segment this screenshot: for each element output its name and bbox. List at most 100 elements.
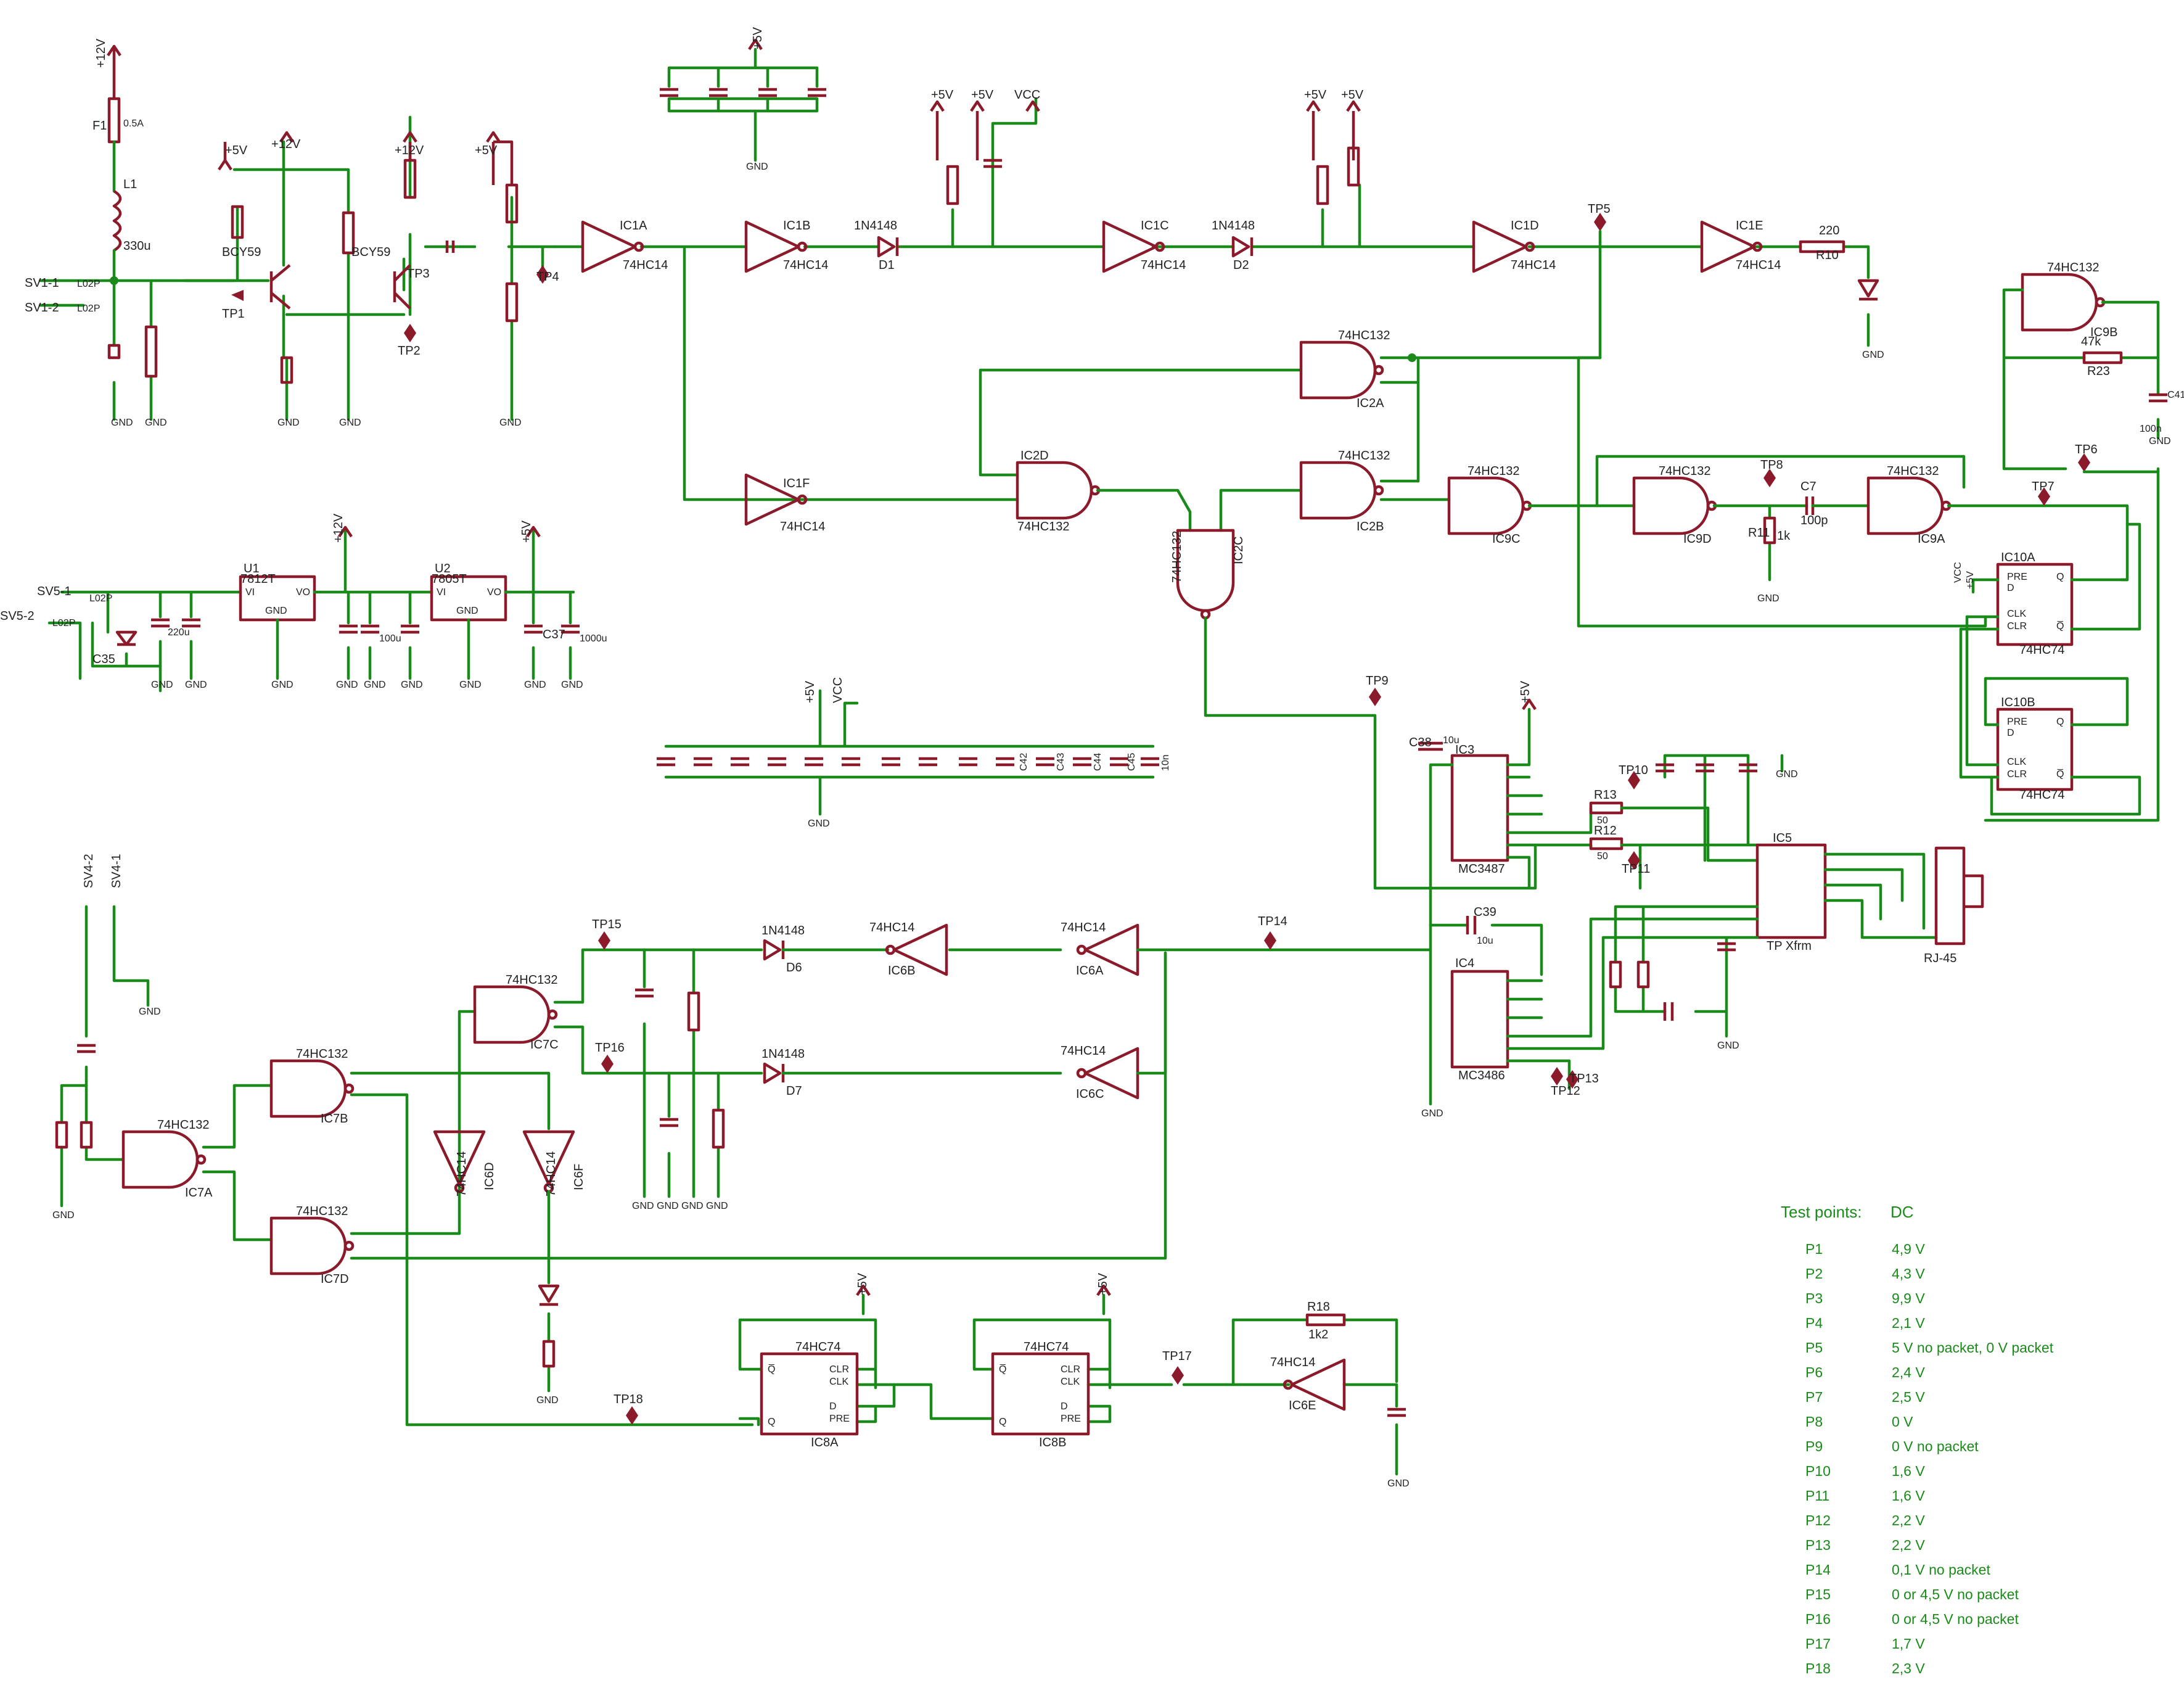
rail-12v-label-3: +12V [395,144,424,157]
decoupling-middle: +5V VCC C42 C43 C44 C45 10n GND [657,677,1171,829]
ic2b-type: 74HC132 [1338,449,1390,463]
ic8a-label: IC8A [811,1436,839,1449]
ic6e-label: IC6E [1289,1399,1316,1412]
r11-value: 1k [1777,529,1791,543]
c45-label: C45 [1127,753,1137,771]
connector-sv1-2: L02P [77,303,100,314]
c39-value: 10u [1477,936,1493,946]
test-point-name: P10 [1805,1463,1831,1479]
ic9a-label: IC9A [1918,532,1945,546]
test-point-value: 5 V no packet, 0 V packet [1892,1340,2054,1356]
gnd-label-17: GND [401,680,423,690]
resistor-r18 [1305,1313,1346,1327]
ic10b-type: 74HC74 [2019,788,2064,802]
ic6d-type: 74HC14 [455,1151,469,1197]
rail-5v-label-6: +5V [1341,88,1364,102]
inverter-ic1a [581,220,637,273]
nand-ic9b [2021,273,2098,332]
tp5-label: TP5 [1588,202,1611,216]
inverter-ic1e [1700,220,1756,273]
test-point-name: P7 [1805,1389,1823,1405]
ic1e-type: 74HC14 [1736,258,1781,272]
fuse-f1-label: F1 [92,119,107,133]
test-point-name: P17 [1805,1636,1831,1652]
sv4-2-label: SV4-2 [82,854,96,888]
test-point-value: 1,7 V [1892,1636,1925,1652]
ic8b-clr: CLR [1061,1364,1080,1375]
test-point-name: P11 [1805,1488,1830,1504]
nand-ic9a [1866,476,1944,535]
ic1e-label: IC1E [1736,219,1763,233]
c39-label: C39 [1474,905,1496,919]
tp3-label: TP3 [407,267,430,281]
c35-value: 220u [168,627,190,638]
resistor-r12 [1589,837,1624,851]
tp10-marker [1628,771,1640,789]
line-receiver-ic4 [1450,970,1509,1069]
d6-type: 1N4148 [762,924,805,937]
r18-label: R18 [1307,1300,1330,1314]
diode-d1 [877,236,899,258]
tp14-marker [1264,931,1276,950]
test-point-name: P3 [1805,1290,1823,1306]
inductor-l1-label: L1 [123,178,137,191]
tp9-label: TP9 [1366,674,1389,688]
rail-12v-label-2: +12V [271,138,301,151]
transistor-t1 [269,264,291,310]
test-point-name: P9 [1805,1438,1823,1454]
led-d3 [1857,279,1879,301]
r12-label: R12 [1594,824,1617,838]
nand-ic9c [1447,476,1525,535]
gnd-label-10: GND [1717,1040,1739,1051]
r10-value: 220 [1819,224,1839,237]
test-point-value: 1,6 V [1892,1463,1925,1479]
ic2d-type: 74HC132 [1017,520,1070,534]
tp15-marker [598,931,610,950]
rail-5v-label-1: +5V [225,144,248,157]
nand-ic9d [1632,476,1710,535]
rail-5v-label-8: +5V [1519,680,1532,703]
tp2-label: TP2 [398,344,421,358]
sv5-2-label: SV5-2 [0,609,35,623]
ic10a-qn: Q̅ [2056,620,2064,632]
tp16-label: TP16 [595,1041,625,1055]
test-point-value: 2,5 V [1892,1389,1925,1405]
ic6b-type: 74HC14 [869,921,914,934]
rail-5v-label-9: +5V [520,520,533,543]
ic7b-type: 74HC132 [296,1047,348,1061]
ic1a-label: IC1A [620,219,647,233]
test-points-title: Test points: [1781,1203,1862,1221]
ic8a-d: D [829,1401,837,1412]
ic6c-type: 74HC14 [1061,1044,1106,1058]
rail-5v-label-10: +5V [751,27,765,49]
gnd-label-29: GND [706,1201,728,1211]
ic10a-clr: CLR [2007,621,2027,632]
r12-value: 50 [1597,851,1608,862]
c43-label: C43 [1056,753,1066,771]
tp16-marker [601,1055,614,1073]
ic4-type: MC3486 [1458,1069,1505,1082]
gnd-label-5: GND [499,418,522,428]
inverter-ic1d [1472,220,1528,273]
gnd-label-8: GND [2149,436,2171,447]
receive-section: SV4-2 SV4-1 GND GND 74HC132 IC7A 74HC132… [52,854,1432,1427]
tp10-label: TP10 [1619,764,1648,777]
ic8b-qn: Q̅ [999,1364,1006,1375]
ic10b-pre: PRE [2007,717,2027,727]
inverter-ic6f [522,1130,575,1186]
ic9d-label: IC9D [1683,532,1712,546]
ic2b-label: IC2B [1357,520,1384,534]
r10-label: R10 [1816,249,1839,262]
ic9a-type: 74HC132 [1887,464,1939,478]
r11-label: R11 [1748,526,1770,540]
ic8a-type: 74HC74 [795,1340,840,1354]
nand-ic7a [121,1130,199,1189]
ic2c-label: IC2C [1232,536,1246,564]
test-point-name: P1 [1805,1241,1823,1257]
nand-ic7d [269,1216,347,1275]
gnd-label-28: GND [681,1201,704,1211]
